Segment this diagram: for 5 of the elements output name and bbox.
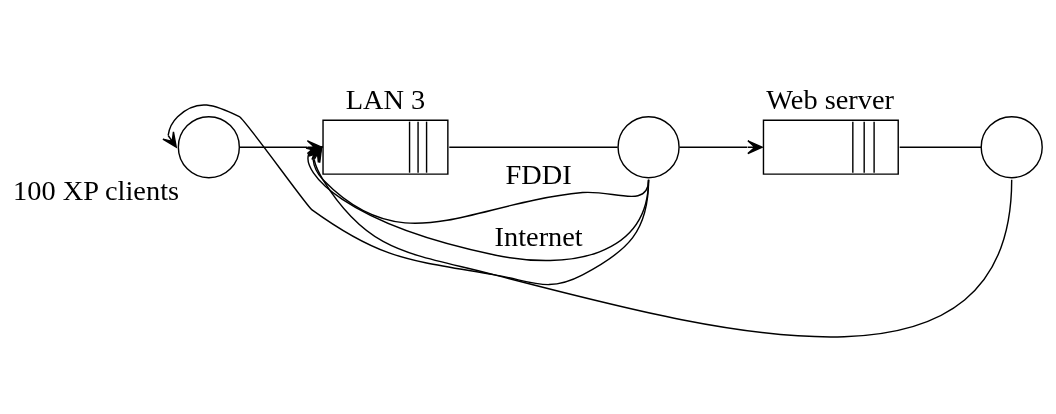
node-label: Web server [766, 83, 894, 115]
edge-label: FDDI [505, 158, 572, 190]
edge-label: Internet [494, 220, 583, 252]
node-label: LAN 3 [345, 83, 426, 115]
node-label: 100 XP clients [13, 174, 180, 206]
